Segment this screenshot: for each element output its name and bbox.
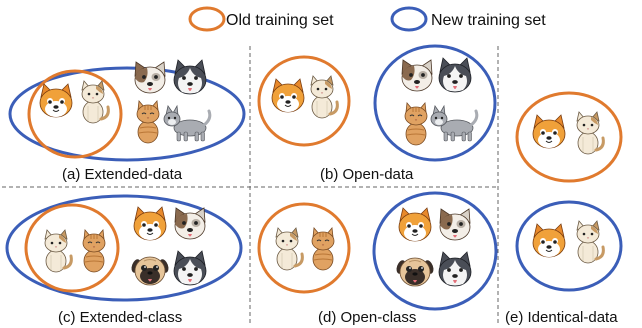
- husky-icon: [173, 250, 207, 286]
- legend-new-label: New training set: [431, 12, 546, 29]
- orange-cat-icon: [136, 100, 160, 144]
- patched-dog-icon: [134, 61, 166, 94]
- old-training-set-ellipse: [515, 91, 623, 183]
- shiba-inu-icon: [271, 78, 305, 113]
- grey-cat-icon: [162, 104, 212, 143]
- patched-dog-icon: [401, 59, 433, 92]
- caption-extended-data: (a) Extended-data: [62, 166, 183, 183]
- pug-icon: [129, 256, 171, 286]
- shiba-inu-icon: [532, 114, 566, 149]
- cat-icon: [43, 228, 73, 274]
- new-training-set-ellipse: [372, 191, 498, 311]
- cat-icon: [575, 110, 605, 156]
- orange-cat-icon: [311, 227, 335, 271]
- old-training-set-ellipse: [24, 203, 120, 293]
- legend: Old training set New training set: [188, 6, 546, 32]
- husky-icon: [438, 251, 472, 287]
- panel-extended-class: (c) Extended-class: [5, 194, 243, 326]
- shiba-inu-icon: [133, 206, 167, 241]
- separators: [2, 46, 499, 324]
- shiba-inu-icon: [398, 207, 432, 242]
- cat-icon: [80, 79, 110, 125]
- legend-old-swatch: [188, 6, 226, 32]
- caption-identical-data: (e) Identical-data: [505, 309, 618, 326]
- caption-open-class: (d) Open-class: [318, 309, 416, 326]
- old-training-set-ellipse: [257, 55, 351, 147]
- old-training-set-ellipse: [257, 202, 351, 294]
- old-training-set-ellipse: [27, 69, 123, 159]
- shiba-inu-icon: [532, 223, 566, 258]
- legend-old-label: Old training set: [226, 12, 334, 29]
- orange-cat-icon: [404, 102, 428, 146]
- patched-dog-icon: [174, 207, 206, 240]
- cat-icon: [309, 74, 339, 120]
- new-training-set-ellipse: [5, 194, 243, 302]
- cat-icon: [575, 219, 605, 265]
- new-training-set-ellipse: [515, 200, 623, 292]
- new-training-set-ellipse: [8, 66, 246, 162]
- panel-identical-data: (e) Identical-data: [505, 91, 623, 326]
- pug-icon: [394, 257, 436, 287]
- panel-extended-data: (a) Extended-data: [8, 59, 246, 183]
- husky-icon: [173, 59, 207, 95]
- grey-cat-icon: [429, 104, 479, 143]
- caption-extended-class: (c) Extended-class: [58, 309, 182, 326]
- panel-open-data: (b) Open-data: [257, 44, 497, 183]
- cat-icon: [274, 226, 304, 272]
- new-training-set-ellipse: [373, 44, 497, 162]
- legend-new-swatch: [390, 6, 428, 32]
- caption-open-data: (b) Open-data: [320, 166, 414, 183]
- husky-icon: [438, 57, 472, 93]
- patched-dog-icon: [439, 208, 471, 241]
- panel-open-class: (d) Open-class: [257, 191, 498, 326]
- shiba-inu-icon: [39, 83, 73, 118]
- orange-cat-icon: [82, 229, 106, 273]
